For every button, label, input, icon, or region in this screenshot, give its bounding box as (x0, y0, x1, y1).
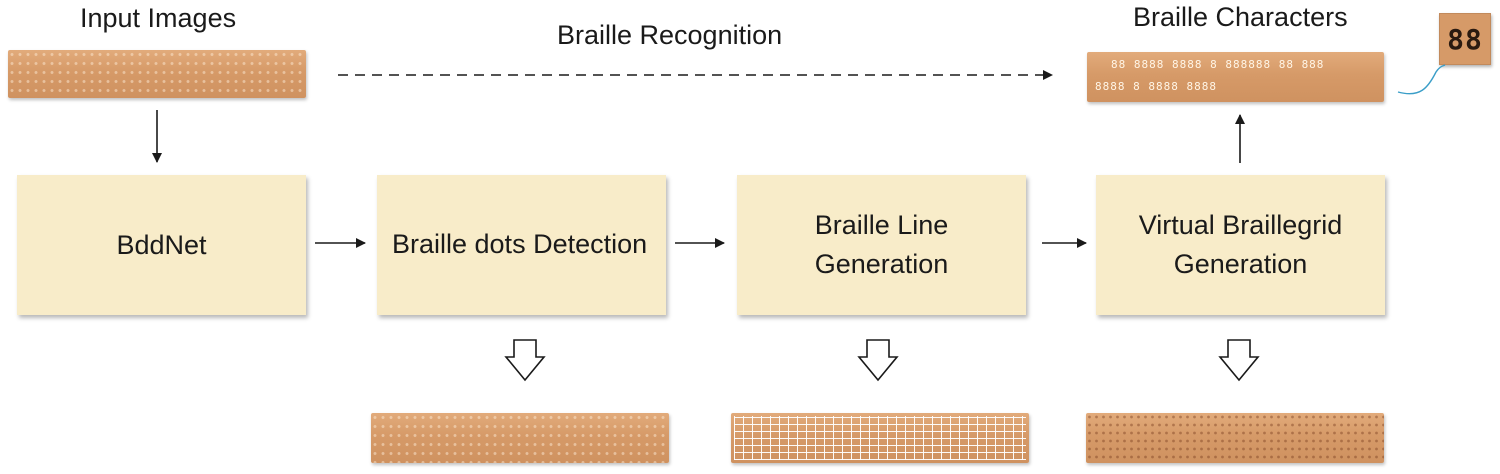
grid-output-hollow-arrow (1218, 339, 1260, 382)
line-generation-box: Braille Line Generation (737, 175, 1026, 315)
line-generation-label-2: Generation (814, 249, 949, 279)
braillegrid-generation-label-2: Generation (1173, 249, 1308, 279)
detection-result-image (371, 413, 669, 463)
braillegrid-result-image (1086, 413, 1384, 463)
input-braille-image (8, 50, 306, 98)
digit-icon-text: 88 (1447, 22, 1483, 56)
bddnet-label: BddNet (116, 229, 207, 260)
line-generation-label-1: Braille Line (814, 210, 949, 240)
braille-characters-image: 88 8888 8888 8 888888 88 888 8888 8 8888… (1087, 52, 1384, 102)
dots-detection-label: Braille dots Detection (392, 229, 648, 259)
bddnet-box: BddNet (17, 175, 306, 315)
icon-connector-curve (1397, 64, 1446, 95)
characters-line-1: 88 8888 8888 8 888888 88 888 (1111, 58, 1325, 71)
braille-recognition-label: Braille Recognition (557, 20, 783, 50)
braillegrid-generation-box: Virtual Braillegrid Generation (1096, 175, 1385, 315)
line-output-hollow-arrow (857, 339, 899, 382)
dots-detection-box: Braille dots Detection (377, 175, 666, 315)
braille-digit-icon: 88 (1439, 13, 1491, 65)
line-result-image (731, 413, 1029, 463)
detection-output-hollow-arrow (504, 339, 546, 382)
input-images-label: Input Images (80, 3, 237, 33)
braille-characters-label: Braille Characters (1133, 2, 1348, 32)
characters-line-2: 8888 8 8888 8888 (1095, 80, 1217, 93)
braillegrid-generation-label-1: Virtual Braillegrid (1138, 210, 1343, 240)
